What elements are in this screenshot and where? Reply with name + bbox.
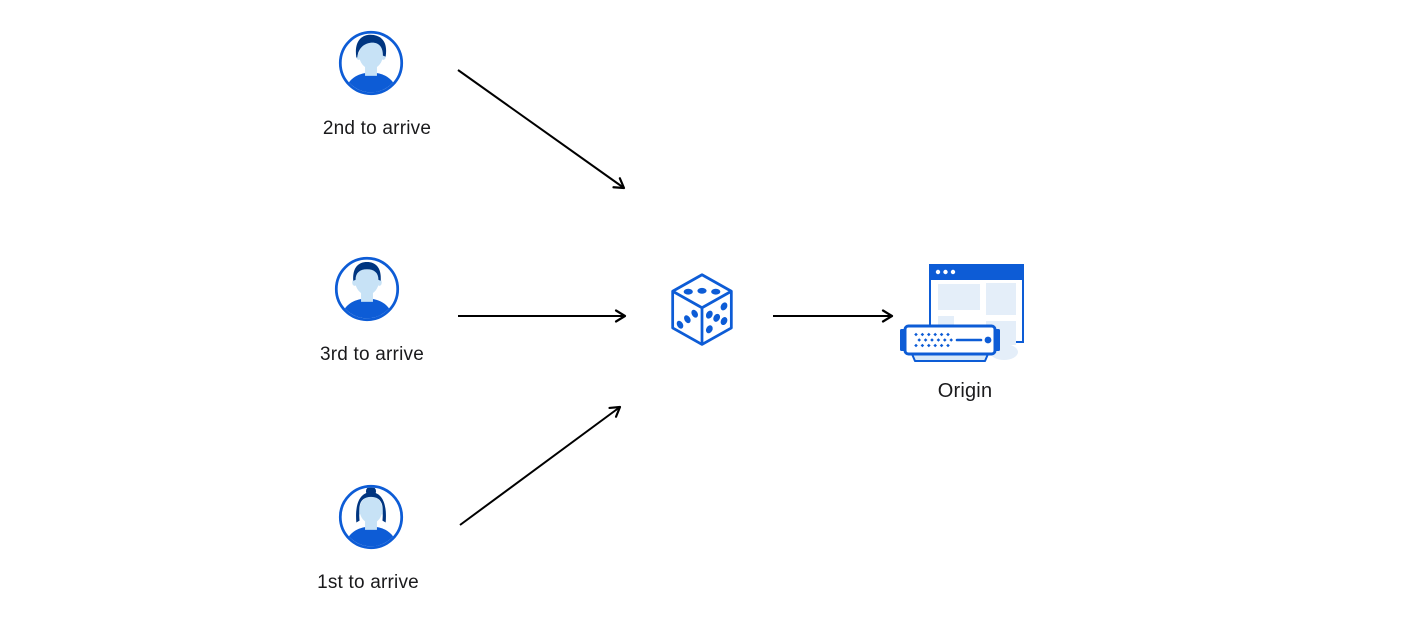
arrow-visitor1st-to-dice [459,405,622,526]
user-avatar-man-icon [338,30,404,96]
user-avatar-woman-icon [338,484,404,550]
user-avatar-man-short-hair-icon [334,256,400,322]
node-label-visitor-2nd: 2nd to arrive [322,118,432,139]
node-label-visitor-1st: 1st to arrive [317,572,419,593]
node-label-visitor-3rd: 3rd to arrive [320,344,424,365]
node-label-origin: Origin [937,380,993,402]
origin-server-icon [900,264,1024,362]
arrow-visitor2nd-to-dice [457,69,626,190]
dice-icon [671,273,733,346]
